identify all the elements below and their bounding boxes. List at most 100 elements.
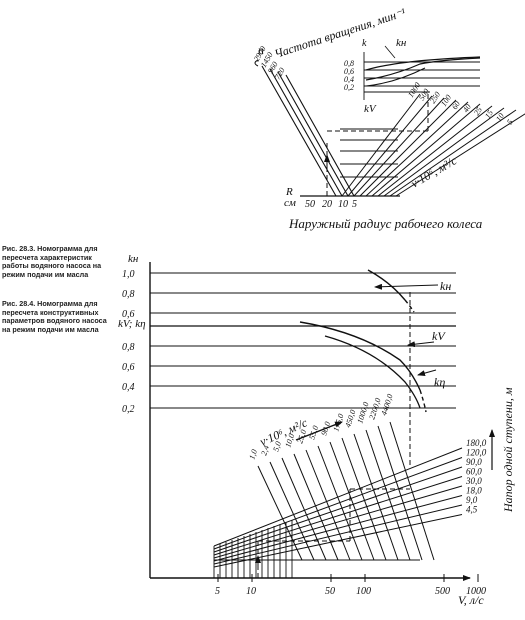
kv-tick: 0,8 bbox=[122, 342, 135, 353]
head-value: 18,0 bbox=[466, 486, 482, 496]
viscosity-line-bottom bbox=[365, 429, 411, 561]
kv-curve-label: kV bbox=[432, 329, 446, 343]
head-value: 180,0 bbox=[466, 438, 487, 448]
k-eta-curve-label: kη bbox=[434, 375, 445, 389]
head-line bbox=[213, 485, 463, 559]
viscosity-value-top: 25 bbox=[472, 106, 484, 118]
kv-tick: 0,2 bbox=[122, 404, 135, 415]
viscosity-line-bottom bbox=[317, 445, 363, 561]
viscosity-line-bottom bbox=[281, 457, 327, 561]
flow-tick-label: 5 bbox=[215, 586, 220, 597]
k-tick-top: 0,6 bbox=[344, 67, 354, 76]
rpm-label: n bbox=[258, 43, 264, 57]
radius-title: Наружный радиус рабочего колеса bbox=[288, 216, 483, 231]
k-gridlines bbox=[150, 272, 456, 409]
head-lines bbox=[213, 447, 463, 568]
kh-curve bbox=[367, 269, 406, 301]
flow-tick-label: 10 bbox=[246, 586, 256, 597]
construction-path-top bbox=[326, 93, 429, 196]
kh-ticks: 1,0 0,8 0,6 bbox=[122, 269, 135, 320]
rpm-line bbox=[285, 74, 355, 197]
viscosity-line-top bbox=[341, 93, 421, 197]
flow-tick-label: 50 bbox=[325, 586, 335, 597]
viscosity-line-top bbox=[383, 107, 505, 197]
rpm-line bbox=[261, 65, 337, 197]
rpm-line bbox=[269, 68, 343, 197]
head-line bbox=[213, 466, 463, 553]
viscosity-line-bottom bbox=[341, 437, 387, 561]
k-tick-top: 0,8 bbox=[344, 59, 354, 68]
kv-curve bbox=[299, 321, 421, 391]
viscosity-line-top bbox=[353, 97, 445, 197]
rpm-line bbox=[277, 71, 349, 197]
viscosity-value-top: 60 bbox=[450, 100, 462, 112]
head-value: 90,0 bbox=[466, 457, 482, 467]
viscosity-line-top bbox=[395, 113, 525, 197]
viscosity-line-top bbox=[359, 99, 457, 197]
viscosity-line-top bbox=[377, 105, 493, 197]
viscosity-value-bottom: 1,0 bbox=[247, 448, 259, 460]
viscosity-value-top: 10 bbox=[494, 112, 506, 124]
head-title: Напор одной ступени, м bbox=[501, 387, 515, 513]
viscosity-line-bottom bbox=[257, 465, 303, 561]
kh-tick: 0,8 bbox=[122, 289, 135, 300]
flow-tick-labels: 5 10 50 100 500 1000 bbox=[215, 586, 486, 597]
k-axis-label: k bbox=[362, 38, 367, 49]
viscosity-value-bottom: 55,0 bbox=[307, 425, 320, 441]
radius-tick: 20 bbox=[322, 199, 332, 210]
flow-tick-label: 1000 bbox=[466, 586, 486, 597]
head-line bbox=[213, 495, 463, 562]
horizontal-grid-top bbox=[340, 128, 398, 178]
head-value: 9,0 bbox=[466, 495, 478, 505]
viscosity-value-top: 40 bbox=[461, 103, 473, 115]
flow-tick-label: 100 bbox=[356, 586, 371, 597]
rpm-lines bbox=[261, 65, 355, 197]
viscosity-line-bottom bbox=[269, 461, 315, 561]
k-tick-top: 0,4 bbox=[344, 75, 354, 84]
radius-tick: 5 bbox=[352, 199, 357, 210]
viscosity-line-bottom bbox=[329, 441, 375, 561]
head-line bbox=[213, 476, 463, 556]
head-line bbox=[213, 457, 463, 550]
viscosity-lines-top bbox=[341, 93, 525, 197]
head-value: 4,5 bbox=[466, 505, 478, 515]
viscosity-lines-bottom bbox=[257, 421, 435, 561]
k-eta-curve bbox=[324, 335, 421, 409]
viscosity-line-bottom bbox=[353, 433, 399, 561]
viscosity-value-top: 15 bbox=[483, 109, 495, 121]
top-nomogram bbox=[254, 45, 525, 197]
kv-label-top: kV bbox=[364, 103, 377, 115]
bottom-labels: kн 1,00,80,6 kV; kη 0,80,60,40,2 kн kV k… bbox=[118, 253, 515, 607]
k-ticks-top: 0,80,60,40,2 bbox=[344, 59, 354, 92]
radius-ticks: 50 20 10 5 bbox=[305, 199, 357, 210]
kh-tick: 1,0 bbox=[122, 269, 135, 280]
flow-tick-label: 500 bbox=[435, 586, 450, 597]
flow-axis-ticks bbox=[217, 574, 479, 582]
kv-tick: 0,4 bbox=[122, 382, 135, 393]
radius-tick: 50 bbox=[305, 199, 315, 210]
viscosity-line-bottom bbox=[293, 453, 339, 561]
head-value: 60,0 bbox=[466, 467, 482, 477]
kv-ticks: 0,8 0,6 0,4 0,2 bbox=[122, 342, 135, 415]
k-tick-top: 0,2 bbox=[344, 83, 354, 92]
flow-label: V, л/с bbox=[458, 593, 484, 607]
kh-tick: 0,6 bbox=[122, 309, 135, 320]
figure-caption-28-4: Рис. 28.4. Номограмма для пересчета конс… bbox=[2, 299, 107, 334]
kv-tick: 0,6 bbox=[122, 362, 135, 373]
viscosity-line-top bbox=[365, 101, 469, 197]
viscosity-value-bottom: 2,4 bbox=[259, 444, 271, 456]
viscosity-line-bottom bbox=[377, 425, 423, 561]
viscosity-value-top: 5 bbox=[505, 118, 515, 126]
kh-label-top: kн bbox=[396, 37, 407, 49]
k-scale bbox=[363, 45, 481, 100]
viscosity-line-bottom bbox=[305, 449, 351, 561]
viscosity-line-top bbox=[389, 109, 517, 197]
kh-curve-label: kн bbox=[440, 279, 451, 293]
radius-tick: 10 bbox=[338, 199, 348, 210]
bottom-nomogram bbox=[149, 262, 495, 582]
viscosity-value-bottom: 4400,0 bbox=[379, 393, 394, 417]
